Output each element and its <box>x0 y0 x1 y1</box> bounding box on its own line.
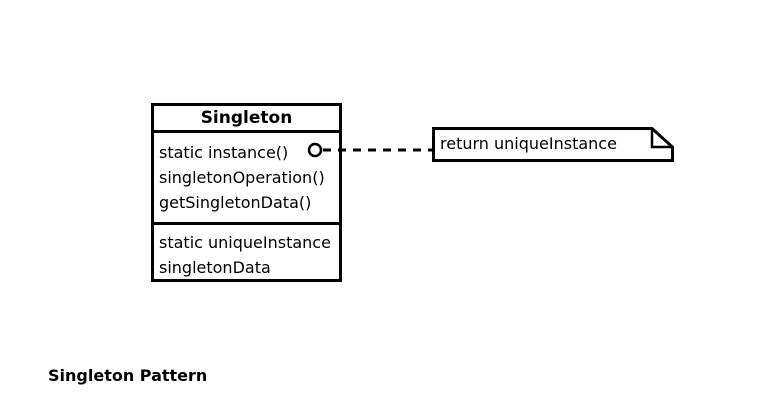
singleton-class-box: Singleton static instance() singletonOpe… <box>151 103 342 282</box>
operation-instance: static instance() <box>159 143 289 162</box>
operation-get-singleton-data: getSingletonData() <box>159 193 312 212</box>
attributes-compartment: static uniqueInstance singletonData <box>154 225 339 280</box>
operation-singleton-operation: singletonOperation() <box>159 168 325 187</box>
note-anchor-circle <box>307 142 323 158</box>
operations-compartment: static instance() singletonOperation() g… <box>154 133 339 225</box>
note-shape <box>432 127 674 162</box>
note-text: return uniqueInstance <box>440 134 617 153</box>
attribute-singleton-data: singletonData <box>159 258 271 277</box>
attribute-unique-instance: static uniqueInstance <box>159 233 331 252</box>
note-box: return uniqueInstance <box>432 127 674 162</box>
class-name: Singleton <box>154 106 339 133</box>
diagram-caption: Singleton Pattern <box>48 366 208 385</box>
